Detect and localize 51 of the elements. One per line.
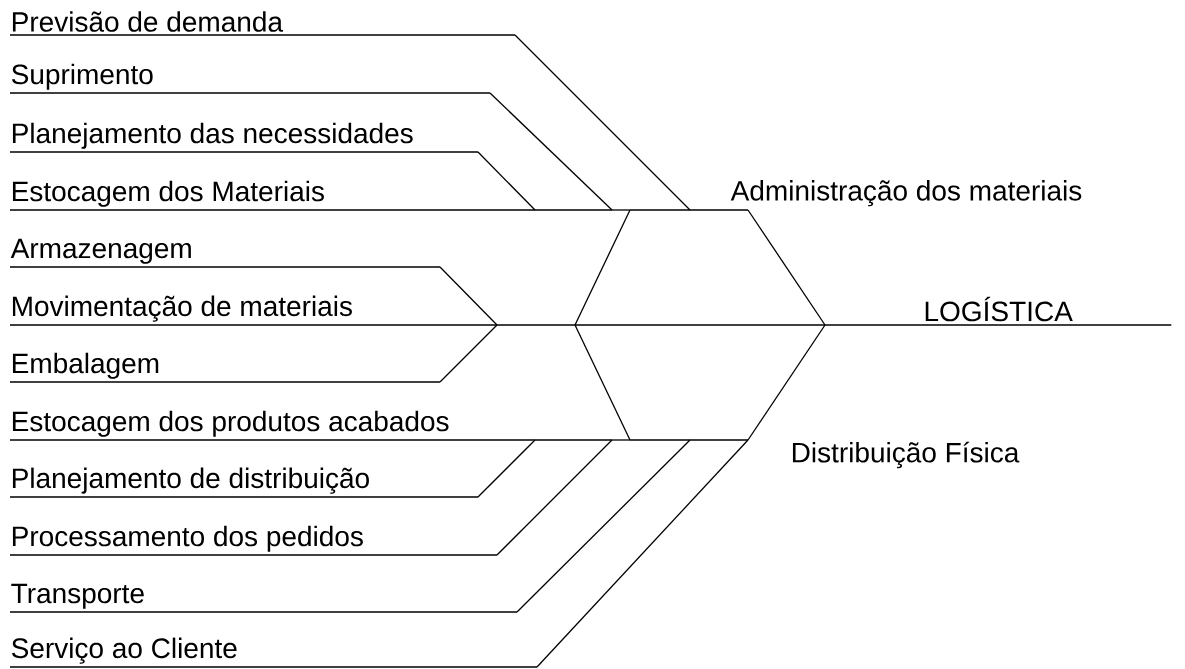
connector-line [574, 324, 826, 326]
connector-line [516, 439, 691, 613]
connector-line [574, 324, 631, 441]
item-label: Armazenagem [10, 238, 191, 264]
connector-line [9, 92, 491, 94]
connector-line [747, 324, 826, 441]
item-label: Planejamento de distribuição [12, 467, 369, 494]
connector-line [9, 266, 441, 268]
connector-line [611, 209, 631, 211]
connector-line [496, 439, 613, 556]
connector-line [439, 266, 498, 326]
item-label: Estocagem dos produtos acabados [12, 410, 449, 437]
item-label: Processamento dos pedidos [12, 525, 363, 552]
connector-line [9, 496, 479, 498]
connector-line [9, 666, 538, 668]
item-label: Transporte [11, 583, 144, 609]
title-label: LOGÍSTICA [925, 296, 1073, 322]
connector-line [747, 209, 826, 326]
connector-line [514, 34, 691, 211]
item-label: Embalagem [12, 352, 159, 379]
connector-line [611, 439, 631, 441]
connector-line [629, 439, 691, 441]
connector-line [9, 209, 536, 211]
item-label: Serviço ao Cliente [11, 637, 237, 664]
connector-line [824, 324, 999, 326]
connector-line [439, 324, 498, 383]
connector-line [536, 439, 749, 668]
connector-line [629, 209, 691, 211]
connector-line [9, 439, 536, 441]
item-label: Previsão de demanda [12, 11, 283, 32]
connector-line [9, 151, 479, 153]
connector-line [477, 439, 536, 498]
connector-line [496, 324, 576, 326]
item-label: Movimentação de materiais [12, 295, 352, 322]
connector-line [534, 439, 613, 441]
group-label: Distribuição Física [792, 441, 1020, 469]
connector-line [477, 151, 536, 211]
connector-line [9, 324, 498, 326]
connector-line [9, 381, 441, 383]
connector-line [689, 209, 749, 211]
connector-line [534, 209, 613, 211]
connector-line [574, 209, 631, 326]
group-label: Administração dos materiais [730, 180, 1082, 207]
connector-line [9, 611, 518, 613]
connector-line [489, 92, 613, 211]
connector-line [9, 554, 498, 556]
item-label: Suprimento [11, 63, 153, 90]
item-label: Estocagem dos Materiais [12, 180, 324, 207]
connector-line [689, 439, 749, 441]
item-label: Planejamento das necessidades [12, 122, 413, 149]
connector-line [9, 34, 516, 36]
